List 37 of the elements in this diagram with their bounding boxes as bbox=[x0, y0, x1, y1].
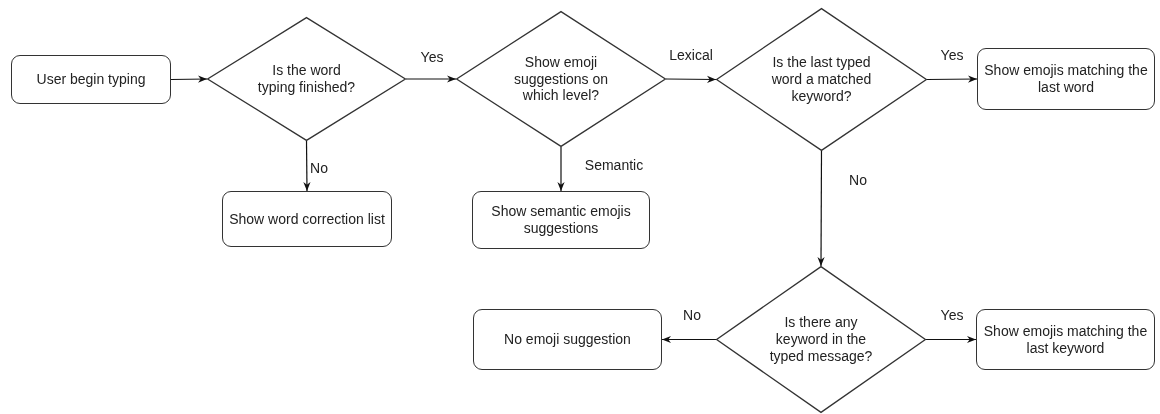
edge-label: No bbox=[682, 307, 702, 323]
decision-diamond bbox=[456, 11, 666, 147]
decision-diamond bbox=[716, 8, 927, 151]
edge-label: Yes bbox=[419, 49, 445, 65]
process-box bbox=[222, 191, 392, 247]
node-text: Show emojis matching the last keyword bbox=[982, 322, 1149, 357]
edge-label: No bbox=[309, 160, 329, 176]
arrow bbox=[170, 75, 208, 83]
arrow bbox=[926, 75, 978, 83]
decision-diamond bbox=[207, 17, 406, 141]
process-box bbox=[473, 309, 662, 370]
node-text: No emoji suggestion bbox=[504, 331, 631, 348]
node-text: Is the word typing finished? bbox=[256, 62, 357, 96]
process-box bbox=[976, 309, 1155, 370]
decision-diamond bbox=[716, 266, 926, 413]
edge-label: No bbox=[848, 172, 868, 188]
arrow bbox=[665, 75, 717, 83]
node-text: Show semantic emojis suggestions bbox=[490, 203, 632, 237]
arrow bbox=[817, 150, 825, 267]
node-text: Show emoji suggestions on which level? bbox=[512, 53, 610, 105]
edge-label: Yes bbox=[939, 47, 965, 63]
process-box bbox=[472, 191, 650, 249]
edge-label: Lexical bbox=[668, 47, 714, 63]
arrow bbox=[405, 75, 457, 83]
process-box bbox=[977, 48, 1155, 110]
node-text: Show word correction list bbox=[229, 210, 385, 228]
arrow bbox=[557, 146, 565, 192]
process-box bbox=[11, 55, 171, 104]
node-text: Show emojis matching the last word bbox=[983, 62, 1149, 96]
edge-label: Yes bbox=[939, 307, 965, 323]
edge-label: Semantic bbox=[583, 157, 645, 173]
node-text: Is there any keyword in the typed message? bbox=[768, 314, 874, 365]
node-text: Is the last typed word a matched keyword? bbox=[770, 54, 873, 105]
arrow bbox=[303, 140, 311, 192]
node-text: User begin typing bbox=[36, 71, 146, 88]
arrow bbox=[925, 335, 977, 344]
arrow bbox=[661, 335, 717, 344]
